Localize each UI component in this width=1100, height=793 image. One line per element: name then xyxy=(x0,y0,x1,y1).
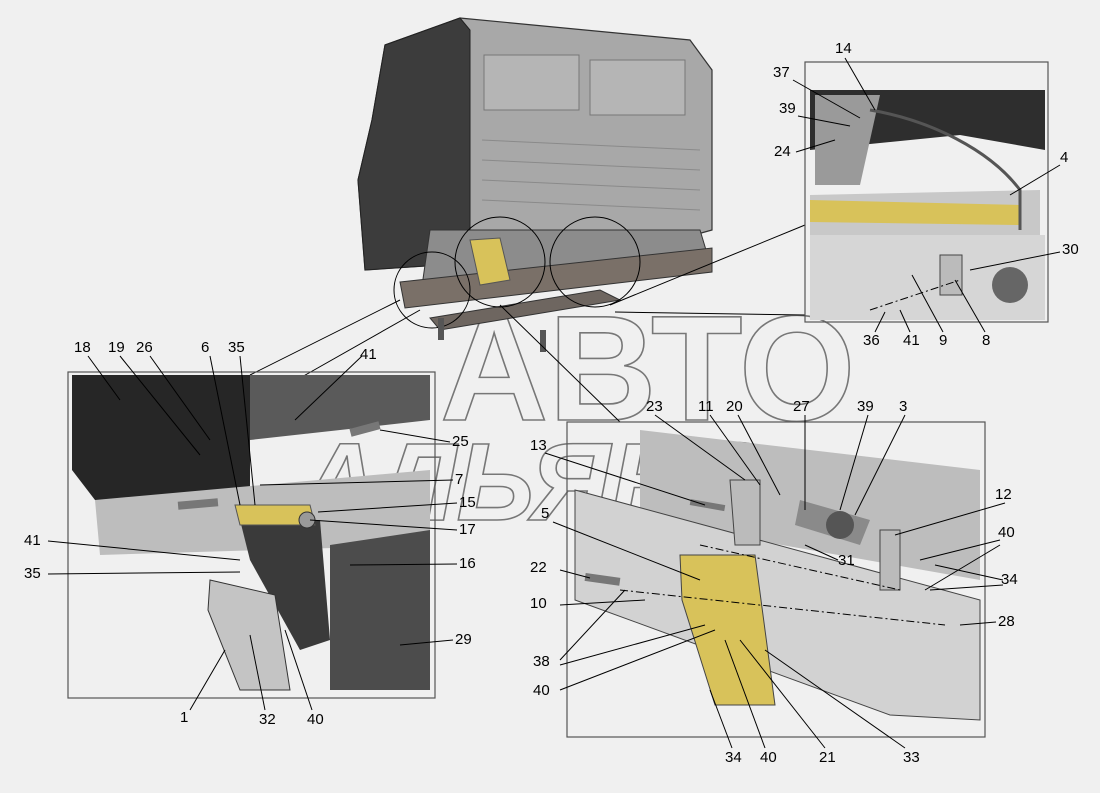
callout: 38 xyxy=(533,653,550,670)
callout: 18 xyxy=(74,339,91,356)
callout: 8 xyxy=(982,332,990,349)
detail-panel-right xyxy=(566,421,986,738)
callout: 41 xyxy=(360,346,377,363)
callout: 35 xyxy=(228,339,245,356)
callout: 13 xyxy=(530,437,547,454)
callouts-top-right: 14 37 39 24 4 30 36 41 9 8 xyxy=(773,40,1079,349)
callout: 40 xyxy=(760,749,777,766)
callout: 12 xyxy=(995,486,1012,503)
leaders-right-panel xyxy=(544,414,1006,749)
callout: 33 xyxy=(903,749,920,766)
detail-panel-left xyxy=(67,371,436,699)
callout: 29 xyxy=(455,631,472,648)
callout: 20 xyxy=(726,398,743,415)
callout: 22 xyxy=(530,559,547,576)
callout: 11 xyxy=(698,398,714,415)
callout: 36 xyxy=(863,332,880,349)
callout: 35 xyxy=(24,565,41,582)
callout: 39 xyxy=(779,100,796,117)
callout: 37 xyxy=(773,64,790,81)
detail-panel-top-right xyxy=(804,61,1049,323)
callout: 25 xyxy=(452,433,469,450)
cab-assembly xyxy=(357,17,713,352)
callout: 41 xyxy=(903,332,920,349)
callout: 3 xyxy=(899,398,907,415)
callout: 39 xyxy=(857,398,874,415)
callout: 30 xyxy=(1062,241,1079,258)
callout: 40 xyxy=(533,682,550,699)
callout: 27 xyxy=(793,398,810,415)
callout: 41 xyxy=(24,532,41,549)
callout: 31 xyxy=(838,552,855,569)
callout: 40 xyxy=(307,711,324,728)
callout: 4 xyxy=(1060,149,1068,166)
callout: 7 xyxy=(455,471,463,488)
callout: 34 xyxy=(725,749,742,766)
callouts-right-panel: 23 11 20 27 39 3 13 5 12 40 34 31 22 10 … xyxy=(530,398,1018,766)
callout: 9 xyxy=(939,332,947,349)
assembly-axes xyxy=(619,279,961,626)
callout: 16 xyxy=(459,555,476,572)
callout: 32 xyxy=(259,711,276,728)
callout: 40 xyxy=(998,524,1015,541)
detail-leaders xyxy=(249,224,806,423)
callout: 10 xyxy=(530,595,547,612)
callout: 14 xyxy=(835,40,852,57)
callout: 21 xyxy=(819,749,836,766)
callout: 23 xyxy=(646,398,663,415)
callout: 34 xyxy=(1001,571,1018,588)
callout: 6 xyxy=(201,339,209,356)
callout: 1 xyxy=(180,709,188,726)
leaders-left-panel xyxy=(47,355,458,711)
leaders-top-right xyxy=(792,57,1061,333)
callout: 15 xyxy=(459,494,476,511)
callout: 28 xyxy=(998,613,1015,630)
callouts-left-panel: 18 19 26 6 35 41 25 7 15 17 41 35 16 29 … xyxy=(24,339,476,728)
callout: 17 xyxy=(459,521,476,538)
callout: 19 xyxy=(108,339,125,356)
callout: 24 xyxy=(774,143,791,160)
callout: 26 xyxy=(136,339,153,356)
callout: 5 xyxy=(541,505,549,522)
